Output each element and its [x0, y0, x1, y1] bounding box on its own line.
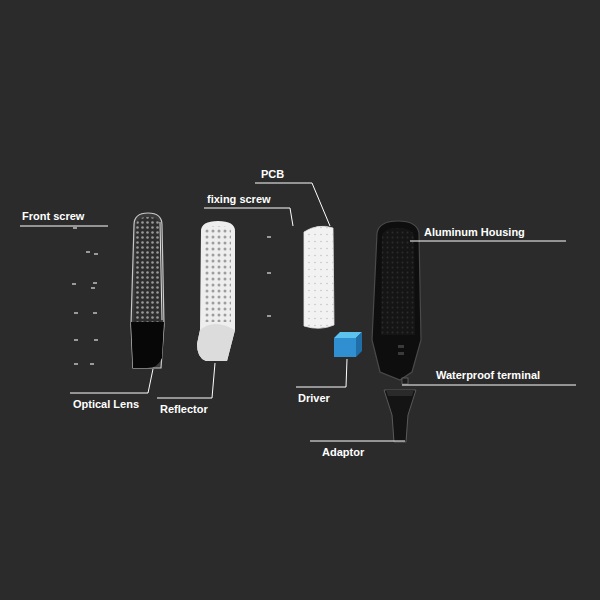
- part-label: Driver: [298, 392, 330, 405]
- part-label: PCB: [261, 168, 284, 181]
- reflector: [197, 221, 235, 361]
- waterproof-terminal: [402, 378, 408, 384]
- driver-box: [334, 332, 362, 357]
- front-screws: [72, 227, 98, 365]
- optical-lens: [130, 210, 166, 368]
- fixing-screws: [267, 236, 271, 317]
- part-label: Waterproof terminal: [436, 369, 540, 382]
- part-label: fixing screw: [207, 193, 271, 206]
- aluminum-housing: [372, 221, 421, 380]
- pcb-board: [304, 226, 334, 328]
- part-label: Optical Lens: [73, 398, 139, 411]
- adaptor: [384, 390, 416, 442]
- part-label: Front screw: [22, 210, 84, 223]
- part-label: Reflector: [160, 403, 208, 416]
- part-label: Aluminum Housing: [424, 226, 525, 239]
- part-label: Adaptor: [322, 446, 364, 459]
- leader-lines: [20, 183, 576, 441]
